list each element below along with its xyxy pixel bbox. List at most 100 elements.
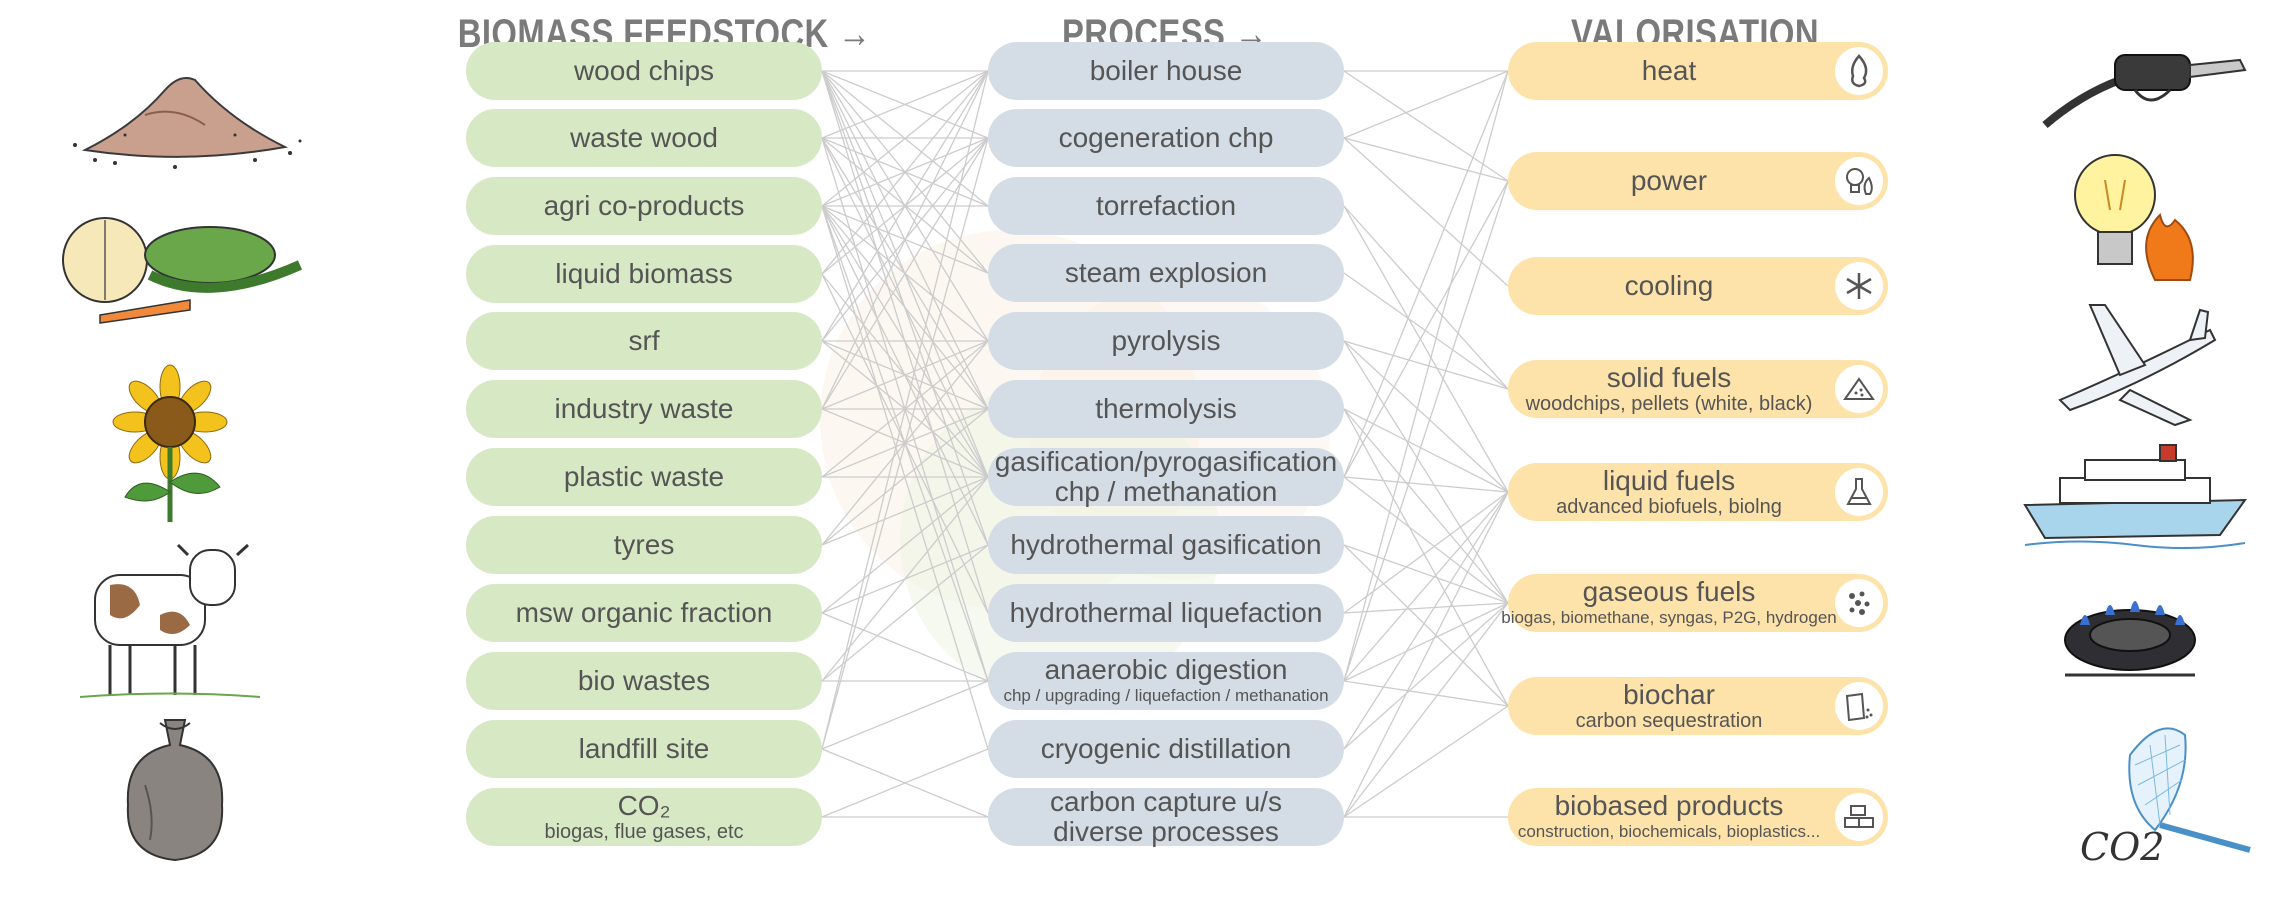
sunflower-illustration: [112, 364, 228, 522]
feedstock-pill[interactable]: industry waste: [466, 380, 822, 438]
connector-line: [1343, 180, 1509, 682]
gas-burner-illustration: [2064, 601, 2196, 677]
feedstock-pill[interactable]: tyres: [466, 516, 822, 574]
connector-line: [1343, 408, 1509, 493]
connector-line: [1343, 205, 1509, 390]
feedstock-pill[interactable]: plastic waste: [466, 448, 822, 506]
process-sublabel: chp / upgrading / liquefaction / methana…: [1003, 686, 1329, 705]
connector-line: [1343, 476, 1509, 493]
valorisation-pill[interactable]: cooling: [1508, 257, 1888, 315]
process-pill[interactable]: hydrothermal liquefaction: [988, 584, 1344, 642]
dots-icon: [1835, 579, 1883, 627]
process-label: torrefaction: [1095, 190, 1237, 221]
connector-line: [1343, 205, 1509, 493]
connector-line: [821, 70, 989, 750]
connector-line: [1343, 340, 1509, 493]
process-pill[interactable]: torrefaction: [988, 177, 1344, 235]
valorisation-label: solid fuels: [1606, 362, 1732, 393]
connector-line: [1343, 340, 1509, 390]
feedstock-label: CO₂: [617, 790, 671, 821]
feedstock-pill[interactable]: liquid biomass: [466, 245, 822, 303]
connector-line: [821, 70, 989, 410]
process-label: pyrolysis: [1111, 325, 1221, 356]
valorisation-label: heat: [1641, 55, 1697, 86]
feedstock-label: agri co-products: [543, 190, 745, 221]
feedstock-pill[interactable]: wood chips: [466, 42, 822, 100]
connector-line: [821, 205, 989, 410]
cow-illustration: [79, 543, 261, 698]
feedstock-pill[interactable]: agri co-products: [466, 177, 822, 235]
process-label: gasification/pyrogasification: [994, 446, 1338, 477]
process-pill[interactable]: cryogenic distillation: [988, 720, 1344, 778]
connector-line: [821, 476, 989, 682]
connector-line: [1343, 602, 1509, 750]
connector-line: [1343, 70, 1509, 139]
flame-icon: [1835, 47, 1883, 95]
snowflake-icon: [1835, 262, 1883, 310]
connector-line: [1343, 408, 1509, 707]
feedstock-label: msw organic fraction: [515, 597, 773, 628]
process-label: anaerobic digestion: [1044, 654, 1288, 685]
trash-bag-illustration: [126, 719, 224, 862]
valorisation-sublabel: carbon sequestration: [1575, 710, 1763, 732]
connector-line: [821, 680, 989, 750]
feedstock-pill[interactable]: waste wood: [466, 109, 822, 167]
connector-line: [1343, 705, 1509, 818]
connector-line: [1343, 544, 1509, 604]
connector-line: [1343, 491, 1509, 818]
process-pill[interactable]: cogeneration chp: [988, 109, 1344, 167]
process-label: cryogenic distillation: [1040, 733, 1292, 764]
valorisation-sublabel: construction, biochemicals, bioplastics.…: [1517, 822, 1821, 841]
process-pill[interactable]: boiler house: [988, 42, 1344, 100]
fuel-nozzle-illustration: [2042, 54, 2247, 129]
connector-line: [821, 137, 989, 750]
process-label-line2: diverse processes: [1053, 816, 1279, 847]
connector-line: [1343, 680, 1509, 707]
process-pill[interactable]: pyrolysis: [988, 312, 1344, 370]
process-pill[interactable]: hydrothermal gasification: [988, 516, 1344, 574]
feedstock-pill[interactable]: srf: [466, 312, 822, 370]
feedstock-pill[interactable]: landfill site: [466, 720, 822, 778]
connector-line: [1343, 602, 1509, 818]
feedstock-label: waste wood: [570, 122, 718, 153]
connector-line: [1343, 491, 1509, 614]
valorisation-label: cooling: [1624, 270, 1714, 301]
valorisation-sublabel: advanced biofuels, biolng: [1556, 496, 1782, 518]
co2-net-illustration: CO2: [2080, 727, 2251, 869]
process-label: hydrothermal liquefaction: [1009, 597, 1323, 628]
valorisation-label: liquid fuels: [1602, 465, 1736, 496]
connector-line: [821, 340, 989, 410]
blocks-icon: [1835, 793, 1883, 841]
valorisation-pill[interactable]: power: [1508, 152, 1888, 210]
process-pill[interactable]: thermolysis: [988, 380, 1344, 438]
valorisation-pill[interactable]: heat: [1508, 42, 1888, 100]
valorisation-label: gaseous fuels: [1582, 576, 1756, 607]
bag-icon: [1835, 682, 1883, 730]
connector-line: [1343, 544, 1509, 707]
feedstock-sublabel: biogas, flue gases, etc: [544, 821, 744, 843]
feedstock-label: plastic waste: [563, 461, 725, 492]
connector-line: [821, 544, 989, 682]
feedstock-label: bio wastes: [577, 665, 711, 696]
flask-icon: [1835, 468, 1883, 516]
connector-line: [821, 476, 989, 614]
feedstock-label: industry waste: [554, 393, 734, 424]
pile-icon: [1835, 365, 1883, 413]
feedstock-pill[interactable]: bio wastes: [466, 652, 822, 710]
connector-line: [821, 70, 989, 275]
co2-net-text: CO2: [2080, 825, 2164, 869]
connector-line: [1343, 491, 1509, 750]
connector-line: [1343, 340, 1509, 604]
feedstock-pill[interactable]: msw organic fraction: [466, 584, 822, 642]
connector-line: [1343, 180, 1509, 478]
process-pill[interactable]: steam explosion: [988, 244, 1344, 302]
